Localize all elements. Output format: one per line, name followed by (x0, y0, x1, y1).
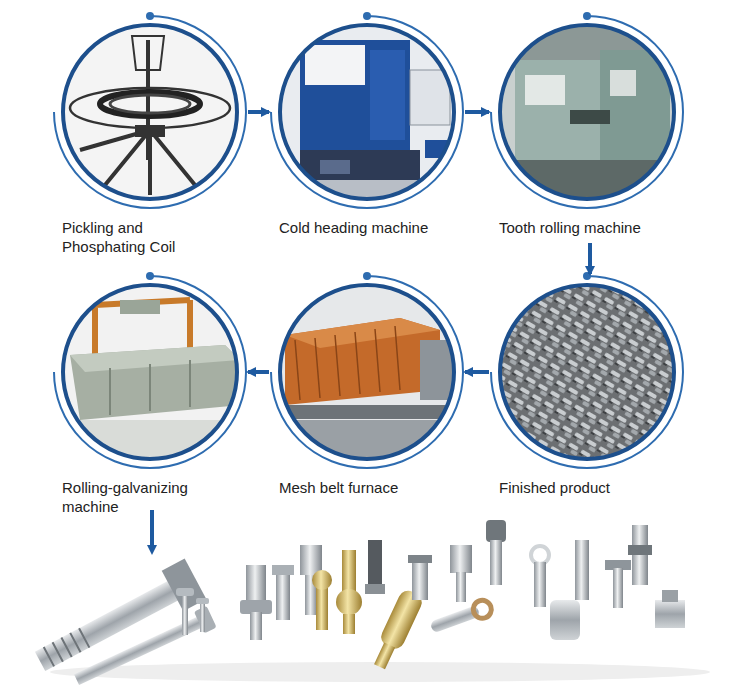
step-label: Rolling-galvanizing machine (62, 478, 222, 516)
step-label: Pickling and Phosphating Coil (62, 218, 222, 256)
circle-frames (63, 25, 674, 459)
process-step: Mesh belt furnace (271, 276, 463, 499)
process-step: Tooth rolling machine (491, 16, 683, 239)
flow-arrow (465, 110, 489, 114)
cold-heading-photo (278, 20, 458, 210)
step-label: Cold heading machine (279, 218, 463, 237)
arc-dots (146, 12, 591, 280)
down-arrow (150, 510, 154, 550)
outer-arcs (54, 16, 683, 468)
galvanizing-photo (60, 280, 240, 470)
step-label: Finished product (499, 478, 683, 497)
process-step: Cold heading machine (271, 16, 463, 239)
products-photo (29, 520, 710, 690)
process-step: Finished product (491, 276, 683, 499)
coil-photo (60, 20, 240, 210)
step-label: Mesh belt furnace (279, 478, 463, 497)
flow-arrow (248, 370, 269, 374)
tooth-rolling-photo (498, 20, 678, 210)
flow-arrow (465, 370, 489, 374)
screws-photo (498, 280, 678, 470)
step-label: Tooth rolling machine (499, 218, 683, 237)
flow-arrow (248, 110, 269, 114)
flow-arrow (588, 243, 592, 274)
process-step: Pickling and Phosphating Coil (54, 16, 246, 258)
process-step: Rolling-galvanizing machine (54, 276, 246, 518)
